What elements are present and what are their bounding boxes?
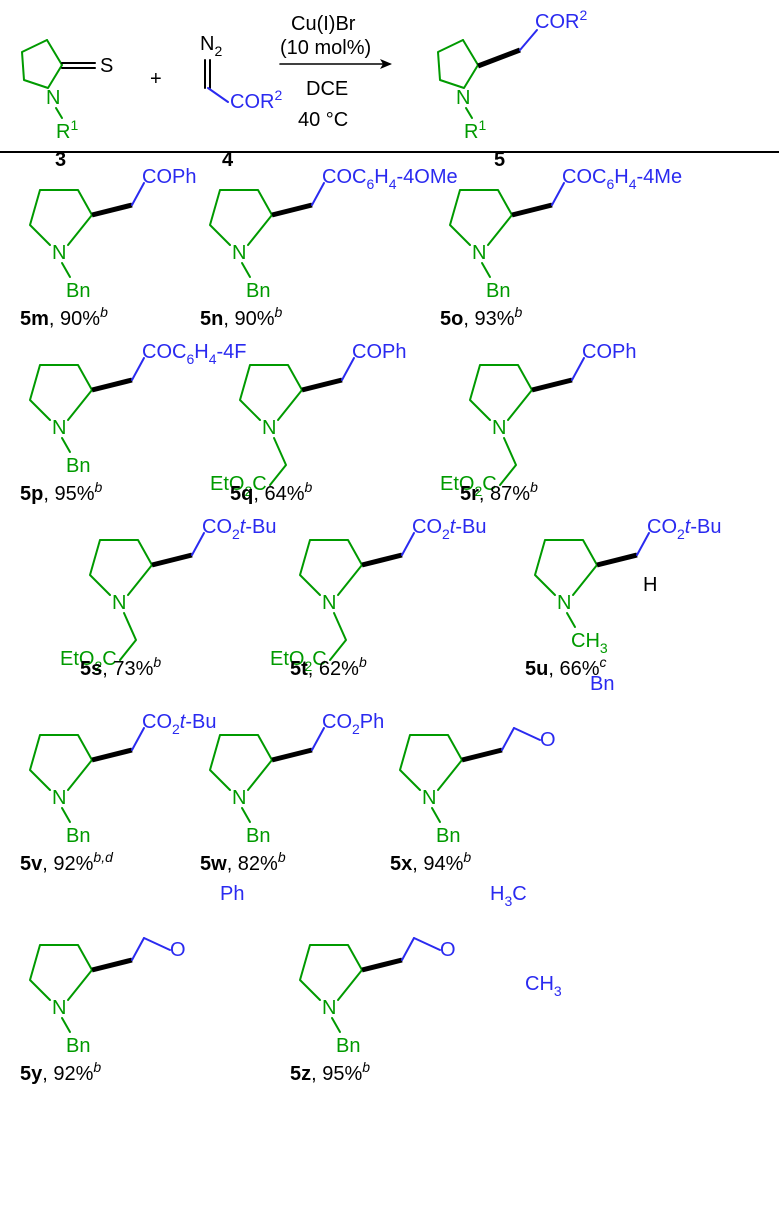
- acyl-group: COC6H4-4OMe: [322, 166, 458, 192]
- nitrogen-atom: N: [52, 787, 66, 809]
- plus-sign: +: [150, 68, 162, 90]
- n2-label: N2: [200, 33, 222, 59]
- compound-label-4: 4: [222, 149, 234, 171]
- n-methyl: CH3: [571, 630, 608, 656]
- nitrogen-atom: N: [456, 87, 470, 109]
- nitrogen-atom: N: [262, 417, 276, 439]
- ester-chain: EtO2C: [440, 473, 497, 499]
- n-benzyl: Bn: [336, 1035, 360, 1057]
- compound-yield-5z: 5z, 95%b: [290, 1059, 370, 1085]
- cor2-label: COR2: [230, 87, 282, 113]
- compound-yield-5n: 5n, 90%b: [200, 304, 283, 330]
- n-benzyl: Bn: [66, 455, 90, 477]
- ester-oxygen: O: [170, 939, 186, 961]
- vinyl-h: H: [643, 574, 657, 596]
- nitrogen-atom: N: [472, 242, 486, 264]
- nitrogen-atom: N: [52, 242, 66, 264]
- ester-chain: EtO2C: [60, 648, 117, 674]
- acyl-group: CO2Ph: [322, 711, 384, 737]
- acyl-group: CO2t-Bu: [412, 516, 486, 542]
- solvent-dce: DCE: [306, 78, 348, 100]
- acyl-group: CO2t-Bu: [202, 516, 276, 542]
- compound-yield-5o: 5o, 93%b: [440, 304, 523, 330]
- ester-tail: H3C: [490, 883, 527, 909]
- ester-chain: EtO2C: [210, 473, 267, 499]
- compound-yield-5m: 5m, 90%b: [20, 304, 108, 330]
- ester-tail: Bn: [590, 673, 614, 695]
- nitrogen-atom: N: [322, 997, 336, 1019]
- ester-oxygen: O: [440, 939, 456, 961]
- nitrogen-atom: N: [422, 787, 436, 809]
- acyl-group: COC6H4-4F: [142, 341, 247, 367]
- compound-yield-5x: 5x, 94%b: [390, 849, 471, 875]
- acyl-group: COPh: [352, 341, 406, 363]
- n-benzyl: Bn: [486, 280, 510, 302]
- reaction-arrow: Cu(I)Br (10 mol%) DCE 40 °C: [279, 13, 392, 131]
- compound-yield-5r: 5r, 87%b: [460, 479, 538, 505]
- structure-5z: NBn O H3C CH3: [299, 883, 562, 1057]
- nitrogen-atom: N: [52, 417, 66, 439]
- nitrogen-atom: N: [112, 592, 126, 614]
- compound-yield-5s: 5s, 73%b: [80, 654, 161, 680]
- acyl-group: COPh: [582, 341, 636, 363]
- ester-tail: Ph: [220, 883, 244, 905]
- compound-yield-5w: 5w, 82%b: [200, 849, 286, 875]
- diazo-compound-4: N2 COR2 4: [200, 33, 282, 171]
- cor2-label: COR2: [535, 7, 587, 33]
- nitrogen-atom: N: [557, 592, 571, 614]
- compound-label-5: 5: [494, 149, 505, 171]
- starting-thiolactam-3: S N R1 3: [21, 39, 113, 171]
- structure-5p: N COC6H4-4F Bn: [29, 341, 247, 477]
- nitrogen-atom: N: [232, 787, 246, 809]
- acyl-group: COPh: [142, 166, 196, 188]
- reagent-cubr: Cu(I)Br: [291, 13, 356, 35]
- nitrogen-atom: N: [46, 87, 60, 109]
- sulfur-atom: S: [100, 55, 113, 77]
- nitrogen-atom: N: [322, 592, 336, 614]
- compound-yield-5v: 5v, 92%b,d: [20, 849, 114, 875]
- n-benzyl: Bn: [436, 825, 460, 847]
- n-benzyl: Bn: [246, 825, 270, 847]
- n-benzyl: Bn: [246, 280, 270, 302]
- n-benzyl: Bn: [66, 1035, 90, 1057]
- ester-chain: EtO2C: [270, 648, 327, 674]
- structure-5y: NBn O Ph: [29, 883, 244, 1057]
- nitrogen-atom: N: [232, 242, 246, 264]
- compound-yield-5q: 5q, 64%b: [230, 479, 313, 505]
- product-5-general: COR2 N R1 5: [437, 7, 587, 171]
- acyl-group: CO2t-Bu: [647, 516, 721, 542]
- n-benzyl: Bn: [66, 280, 90, 302]
- reagent-loading: (10 mol%): [280, 37, 371, 59]
- nitrogen-atom: N: [52, 997, 66, 1019]
- compound-yield-5p: 5p, 95%b: [20, 479, 103, 505]
- compound-yield-5y: 5y, 92%b: [20, 1059, 101, 1085]
- acyl-group: COC6H4-4Me: [562, 166, 682, 192]
- temperature: 40 °C: [298, 109, 348, 131]
- r1-label: R1: [56, 117, 78, 143]
- ester-oxygen: O: [540, 729, 556, 751]
- compound-label-3: 3: [55, 149, 66, 171]
- compound-yield-5t: 5t, 62%b: [290, 654, 367, 680]
- acyl-group: CO2t-Bu: [142, 711, 216, 737]
- compound-yield-5u: 5u, 66%c: [525, 654, 607, 680]
- nitrogen-atom: N: [492, 417, 506, 439]
- isopropyl-ch3: CH3: [525, 973, 562, 999]
- r1-label: R1: [464, 117, 486, 143]
- n-benzyl: Bn: [66, 825, 90, 847]
